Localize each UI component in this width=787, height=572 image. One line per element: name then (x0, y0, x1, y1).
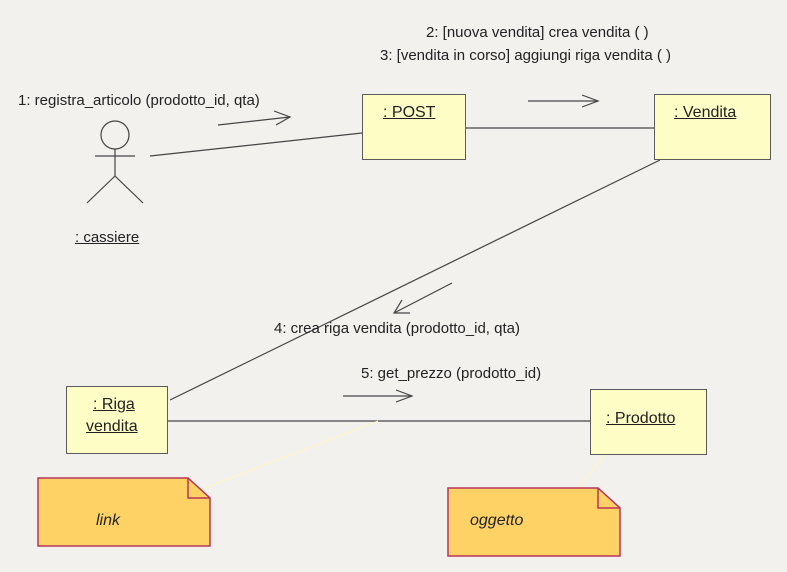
object-riga-name-line1: : Riga (93, 396, 135, 413)
actor-cassiere-figure (86, 120, 144, 204)
message-2-label: 2: [nuova vendita] crea vendita ( ) (426, 24, 649, 41)
object-prodotto-name: : Prodotto (606, 410, 676, 427)
object-post-name: : POST (383, 104, 436, 121)
message-4-label: 4: crea riga vendita (prodotto_id, qta) (274, 320, 520, 337)
message-5-label: 5: get_prezzo (prodotto_id) (361, 365, 542, 382)
object-riga-name-line2: vendita (86, 418, 138, 435)
arrow-message-2-3 (528, 94, 600, 108)
link-cassiere-post (149, 132, 363, 157)
note-link-connector (199, 420, 379, 491)
object-riga-vendita[interactable]: : Riga vendita (66, 386, 168, 454)
object-vendita[interactable]: : Vendita (654, 94, 771, 160)
note-oggetto-text: oggetto (470, 512, 524, 529)
arrow-message-5 (343, 389, 414, 403)
actor-cassiere-label: : cassiere (75, 229, 140, 246)
object-prodotto[interactable]: : Prodotto (590, 389, 707, 455)
note-oggetto-connector (577, 454, 606, 489)
arrow-message-1 (217, 110, 292, 126)
message-3-label: 3: [vendita in corso] aggiungi riga vend… (380, 47, 671, 64)
message-1-label: 1: registra_articolo (prodotto_id, qta) (18, 92, 260, 109)
note-link-shape (37, 477, 211, 547)
note-oggetto-shape (447, 487, 621, 557)
object-vendita-name: : Vendita (674, 104, 737, 121)
arrow-message-4 (392, 282, 453, 314)
note-link-text: link (96, 512, 121, 529)
object-post[interactable]: : POST (362, 94, 466, 160)
link-vendita-riga (169, 159, 661, 401)
